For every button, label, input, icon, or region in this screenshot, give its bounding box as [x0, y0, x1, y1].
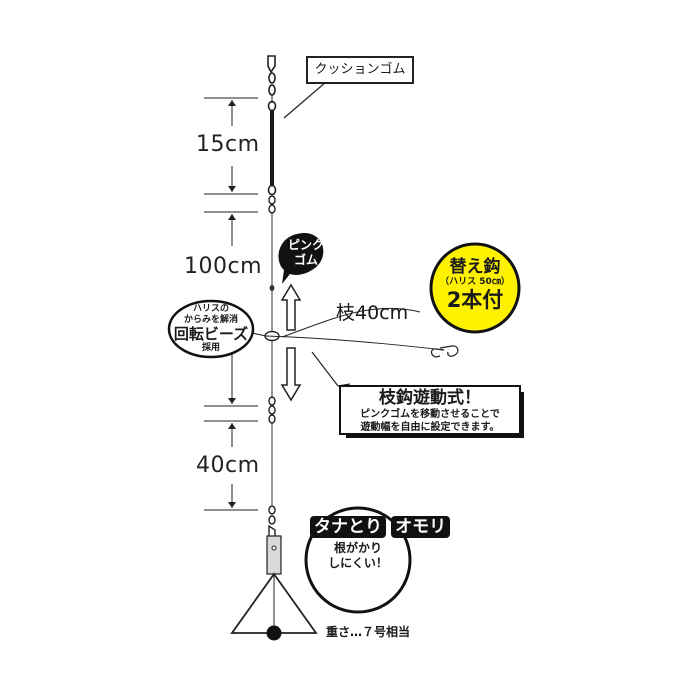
swivel-1 — [268, 195, 276, 214]
cushion-label: クッションゴム — [314, 62, 406, 77]
beads-title: 回転ビーズ — [173, 325, 249, 343]
dim-15-label: 15cm — [196, 132, 260, 157]
cushion-leader — [283, 77, 328, 119]
dim-100-label: 100cm — [184, 254, 263, 279]
beads-line-2: からみを解消 — [183, 315, 238, 325]
sliding-desc-1: ピンクゴムを移動させることで — [360, 409, 500, 420]
branch-line — [265, 335, 445, 351]
cushion-rubber — [267, 100, 277, 196]
spare-hook-sub: （ハリス 50㎝） — [440, 277, 510, 287]
beads-text: ハリスの からみを解消 回転ビーズ 採用 — [170, 304, 252, 353]
spare-hook-title: 替え鈎 — [449, 257, 501, 277]
sliding-pointer — [311, 351, 351, 387]
beads-line-1: ハリスの — [192, 304, 229, 314]
dim-40-label: 40cm — [196, 453, 260, 478]
sliding-desc-2: 遊動幅を自由に設定できます。 — [360, 422, 500, 433]
beads-badge — [167, 299, 255, 359]
sliding-box — [339, 385, 521, 435]
spare-hook-badge — [429, 242, 521, 334]
sliding-text: 枝鈎遊動式！ ピンクゴムを移動させることで 遊動幅を自由に設定できます。 — [344, 388, 516, 434]
pink-rubber-label: ピンク ゴム — [288, 238, 324, 268]
spare-hook-count: 2本付 — [446, 288, 504, 312]
spare-hook-text: 替え鈎 （ハリス 50㎝） 2本付 — [431, 258, 519, 311]
sinker-desc-2: しにくい！ — [328, 556, 388, 570]
dimension-arrowheads — [228, 100, 236, 508]
sinker-title-1: タナとり — [310, 516, 386, 538]
dimension-lines — [204, 97, 258, 511]
pink-rubber-stopper — [269, 285, 275, 291]
snap-swivel-top — [267, 55, 276, 96]
weight-label: 重さ…７号相当 — [326, 625, 411, 639]
branch-label: 枝40cm — [336, 302, 409, 324]
fishing-hook-icon — [430, 345, 459, 358]
pink-rubber-bubble — [278, 233, 324, 284]
swivel-2 — [268, 396, 276, 424]
sliding-arrow-icon — [280, 283, 302, 402]
cushion-callout: クッションゴム — [306, 56, 414, 84]
pink-rubber-line-1: ピンク — [288, 238, 325, 252]
beads-line-4: 採用 — [201, 343, 220, 353]
pink-rubber-line-2: ゴム — [293, 253, 318, 267]
sinker-badge-text: タナとり オモリ 根がかり しにくい！ — [310, 514, 451, 571]
sinker-title-2: オモリ — [391, 516, 451, 538]
sinker-desc-1: 根がかり — [333, 541, 382, 555]
branch-guide — [281, 307, 421, 338]
sinker-weight — [230, 535, 318, 641]
sliding-title: 枝鈎遊動式！ — [379, 388, 481, 408]
